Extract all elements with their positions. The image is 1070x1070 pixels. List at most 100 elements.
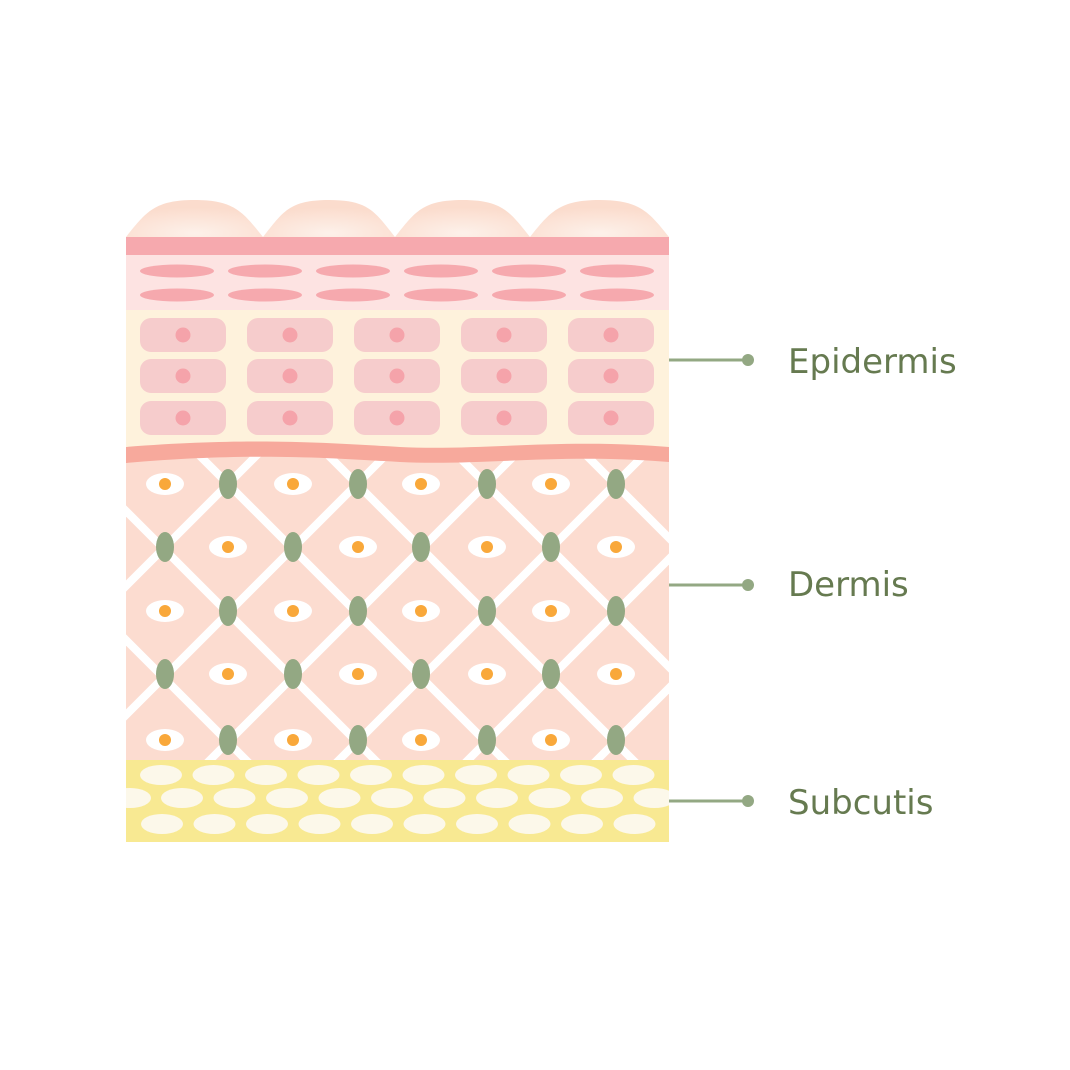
fat-cell: [423, 788, 466, 808]
dermal-cell-nucleus: [159, 478, 171, 490]
keratinocyte-nucleus: [175, 327, 191, 343]
collagen-fiber: [0, 440, 137, 780]
dermal-cell-nucleus: [415, 605, 427, 617]
keratinocyte-nucleus: [282, 368, 298, 384]
keratinocyte-nucleus: [389, 327, 405, 343]
leader-dot: [742, 354, 754, 366]
dermis-callout: Dermis: [669, 565, 909, 605]
collagen-fiber: [126, 634, 252, 760]
fibroblast-cell: [349, 596, 367, 626]
fat-cell: [455, 765, 497, 785]
fat-cell: [561, 814, 603, 834]
fat-cell: [213, 788, 256, 808]
collagen-fiber: [126, 450, 139, 463]
fibroblast-cell: [349, 725, 367, 755]
keratinocyte-nucleus: [496, 327, 512, 343]
dermal-cell-nucleus: [481, 668, 493, 680]
fat-cell: [612, 765, 655, 785]
dermal-cell-nucleus: [610, 541, 622, 553]
fat-cell: [613, 814, 656, 834]
flat-cell: [140, 288, 214, 302]
surface-dome: [395, 200, 530, 237]
dermal-cell-nucleus: [222, 668, 234, 680]
fibroblast-cell: [607, 469, 625, 499]
keratinocyte-nucleus: [175, 368, 191, 384]
subcutis-callout: Subcutis: [669, 783, 933, 823]
fibroblast-cell: [478, 725, 496, 755]
fibroblast-cell: [412, 532, 430, 562]
fibroblast-cell: [542, 532, 560, 562]
fat-cell: [403, 814, 446, 834]
leader-dot: [742, 795, 754, 807]
dermal-cell-nucleus: [159, 605, 171, 617]
keratinocyte-nucleus: [282, 410, 298, 426]
dermal-cell-nucleus: [287, 478, 299, 490]
surface-dome: [126, 200, 263, 237]
flat-cell: [228, 264, 302, 278]
fat-cell: [297, 765, 340, 785]
keratinocytes: [140, 318, 654, 435]
epidermis-callout: Epidermis: [669, 342, 957, 382]
dermal-cell-nucleus: [287, 734, 299, 746]
dermal-cell-nucleus: [415, 478, 427, 490]
flat-cell: [316, 264, 390, 278]
fibroblast-cell: [478, 469, 496, 499]
epidermis-label: Epidermis: [788, 342, 957, 382]
dermal-cell-nucleus: [222, 541, 234, 553]
flat-cell: [580, 264, 654, 278]
fibroblast-cell: [219, 596, 237, 626]
fat-cell: [245, 765, 287, 785]
fat-cell: [528, 788, 571, 808]
collagen-fiber: [958, 440, 1070, 780]
keratinocyte-nucleus: [603, 368, 619, 384]
fibroblast-cell: [284, 659, 302, 689]
flat-cells: [140, 264, 654, 302]
keratinocyte-nucleus: [496, 368, 512, 384]
dermis-label: Dermis: [788, 565, 909, 605]
dermal-cell-nucleus: [610, 668, 622, 680]
fibroblast-cell: [349, 469, 367, 499]
fat-cell: [476, 788, 518, 808]
collagen-fiber: [591, 682, 669, 760]
fat-cell: [402, 765, 445, 785]
keratinocyte-nucleus: [389, 410, 405, 426]
dermal-cell-nucleus: [481, 541, 493, 553]
fibroblast-cell: [542, 659, 560, 689]
keratinocyte-nucleus: [496, 410, 512, 426]
dermal-cell-nucleus: [415, 734, 427, 746]
flat-cell: [492, 288, 566, 302]
fat-cell: [351, 814, 393, 834]
granular-layer: [126, 255, 669, 311]
leader-dot: [742, 579, 754, 591]
fat-cell: [161, 788, 203, 808]
collagen-fiber: [829, 440, 1070, 780]
keratinocyte-nucleus: [603, 327, 619, 343]
dermal-cell-nucleus: [159, 734, 171, 746]
fibroblast-cell: [219, 725, 237, 755]
dermal-cell-nucleus: [545, 478, 557, 490]
basement-membrane: [126, 441, 669, 463]
fibroblast-cell: [219, 469, 237, 499]
fibroblast-cell: [607, 596, 625, 626]
fat-cell: [560, 765, 602, 785]
dermal-cell-nucleus: [545, 734, 557, 746]
fat-cell: [508, 814, 551, 834]
fat-cell: [581, 788, 623, 808]
flat-cell: [140, 264, 214, 278]
fibroblast-cell: [607, 725, 625, 755]
flat-cell: [404, 288, 478, 302]
fat-cell: [507, 765, 550, 785]
fat-cell: [456, 814, 498, 834]
fibroblast-cell: [412, 659, 430, 689]
dermal-cell-nucleus: [352, 541, 364, 553]
fat-cell: [126, 788, 151, 808]
skin-surface-domes: [126, 200, 669, 237]
fat-cell: [192, 765, 235, 785]
fat-cell: [140, 765, 182, 785]
collagen-fiber: [700, 440, 1040, 780]
fat-cells: [126, 765, 669, 834]
subcutis-label: Subcutis: [788, 783, 933, 823]
fibroblast-cell: [478, 596, 496, 626]
